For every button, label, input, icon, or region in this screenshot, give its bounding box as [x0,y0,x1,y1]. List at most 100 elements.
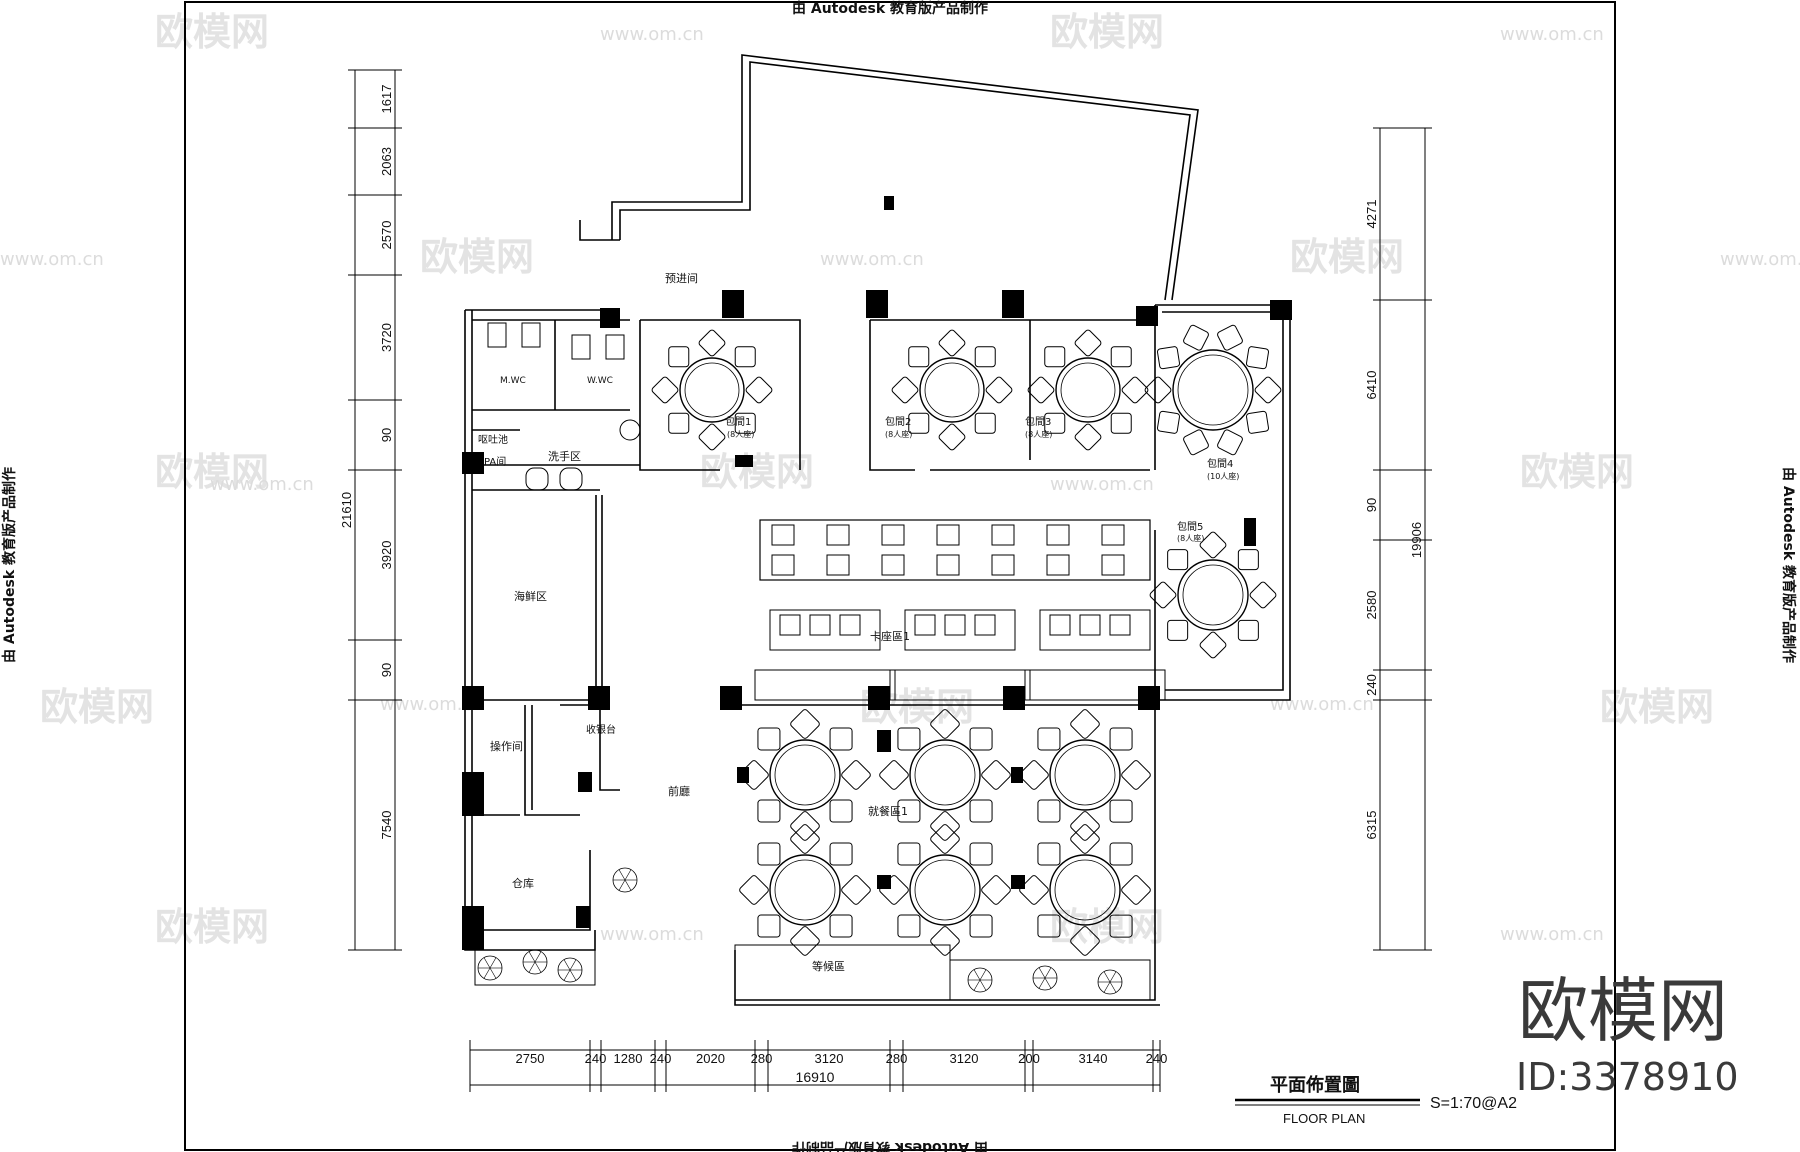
chair [734,346,756,368]
watermark-url: www.om.cn [380,694,484,715]
label-storage: 仓库 [512,876,534,890]
chair [1109,727,1133,751]
label-seafood-area: 海鲜区 [514,589,547,603]
furniture-tables [651,324,1282,956]
watermark-brand: 欧模网 [1050,905,1164,949]
round-table [909,854,981,926]
chair [930,926,960,956]
watermark-brand: 欧模网 [40,685,154,729]
chair [1156,410,1181,434]
booth-sofa [769,609,881,651]
chair [1046,524,1070,546]
watermark-url: www.om.cn [600,24,704,45]
chair [771,524,795,546]
chair [914,614,936,636]
structural-columns [462,196,1292,950]
chair [1217,429,1243,456]
stamp-top: 由 Autodesk 教育版产品制作 [792,0,988,17]
toilet-fixtures [487,322,641,491]
watermark-url: www.om.cn [820,249,924,270]
dim-left-value: 2570 [379,221,394,250]
plant-leaf [1038,967,1046,979]
furniture-booths [754,519,1166,701]
chair [1245,410,1270,434]
long-table [759,519,1151,581]
chair [1249,581,1277,609]
plant-leaf [528,961,536,973]
label-vomit-basin: 呕吐池 [478,433,508,446]
chair [651,376,679,404]
chair [739,760,769,790]
table-top-inner [774,859,836,921]
plant-leaf [1044,967,1052,979]
label-private-room-5: 包間5 [1177,520,1203,533]
chair [881,524,905,546]
chair [1019,875,1049,905]
dim-right-value: 6315 [1364,811,1379,840]
chair [790,824,820,854]
plant-leaf [618,879,626,891]
chair [734,412,756,434]
watermark-url: www.om.cn [210,474,314,495]
round-table [769,739,841,811]
plant-leaf [979,979,987,991]
chair [930,824,960,854]
plant-leaf [973,969,981,981]
round-table [769,854,841,926]
label-lobby: 前廳 [668,784,690,798]
table-top-inner [684,362,740,418]
label-wash-area: 洗手区 [548,449,581,463]
decor-plants [477,867,1123,995]
round-table [1172,349,1254,431]
chair [1199,531,1227,559]
table-top-inner [774,744,836,806]
chair [841,875,871,905]
dim-bottom-value: 3120 [815,1051,844,1066]
label-private-room-3-cap: (8人座) [1025,429,1052,439]
label-operation-room: 操作间 [490,739,523,753]
watermark-url: www.om.cn [1270,694,1374,715]
chair [908,346,930,368]
chair [1044,412,1066,434]
chair [1167,619,1189,641]
table-top-inner [1060,362,1116,418]
chair [1245,346,1270,370]
watermark-brand: 欧模网 [1600,685,1714,729]
chair [1110,412,1132,434]
watermark-url: www.om.cn [1500,924,1604,945]
chair [981,760,1011,790]
plant-leaf [624,879,632,891]
chair [809,614,831,636]
title-block: 平面佈置圖 FLOOR PLAN S=1:70@A2 [1235,1074,1517,1126]
label-private-room-4-cap: (10人座) [1207,471,1239,481]
label-private-room-2: 包間2 [885,415,911,428]
booth-sofa [1039,609,1151,651]
round-table [919,357,985,423]
chair [829,914,853,938]
watermark-brand: 欧模网 [1520,450,1634,494]
chair [1144,376,1172,404]
chair [1156,346,1181,370]
plant-leaf [1109,971,1117,983]
round-table [909,739,981,811]
dim-left-value: 2063 [379,147,394,176]
chair [991,524,1015,546]
booth-sofa [904,609,1016,651]
chair [1121,376,1149,404]
plant-leaf [624,869,632,881]
plant-leaf [1109,981,1117,993]
dim-bottom-total: 16910 [796,1069,835,1085]
label-booth-area: 卡座區1 [870,629,910,643]
chair [1199,631,1227,659]
watermark-url: www.om.cn [1720,249,1800,270]
dim-left-value: 90 [379,428,394,442]
chair [969,799,993,823]
label-pre-room: 预进间 [665,272,698,285]
dim-bottom-value: 280 [751,1051,773,1066]
dim-bottom-value: 280 [886,1051,908,1066]
label-private-room-1: 包間1 [725,415,751,428]
booth-bench [889,669,1031,701]
table-top-inner [914,859,976,921]
chair [1074,329,1102,357]
